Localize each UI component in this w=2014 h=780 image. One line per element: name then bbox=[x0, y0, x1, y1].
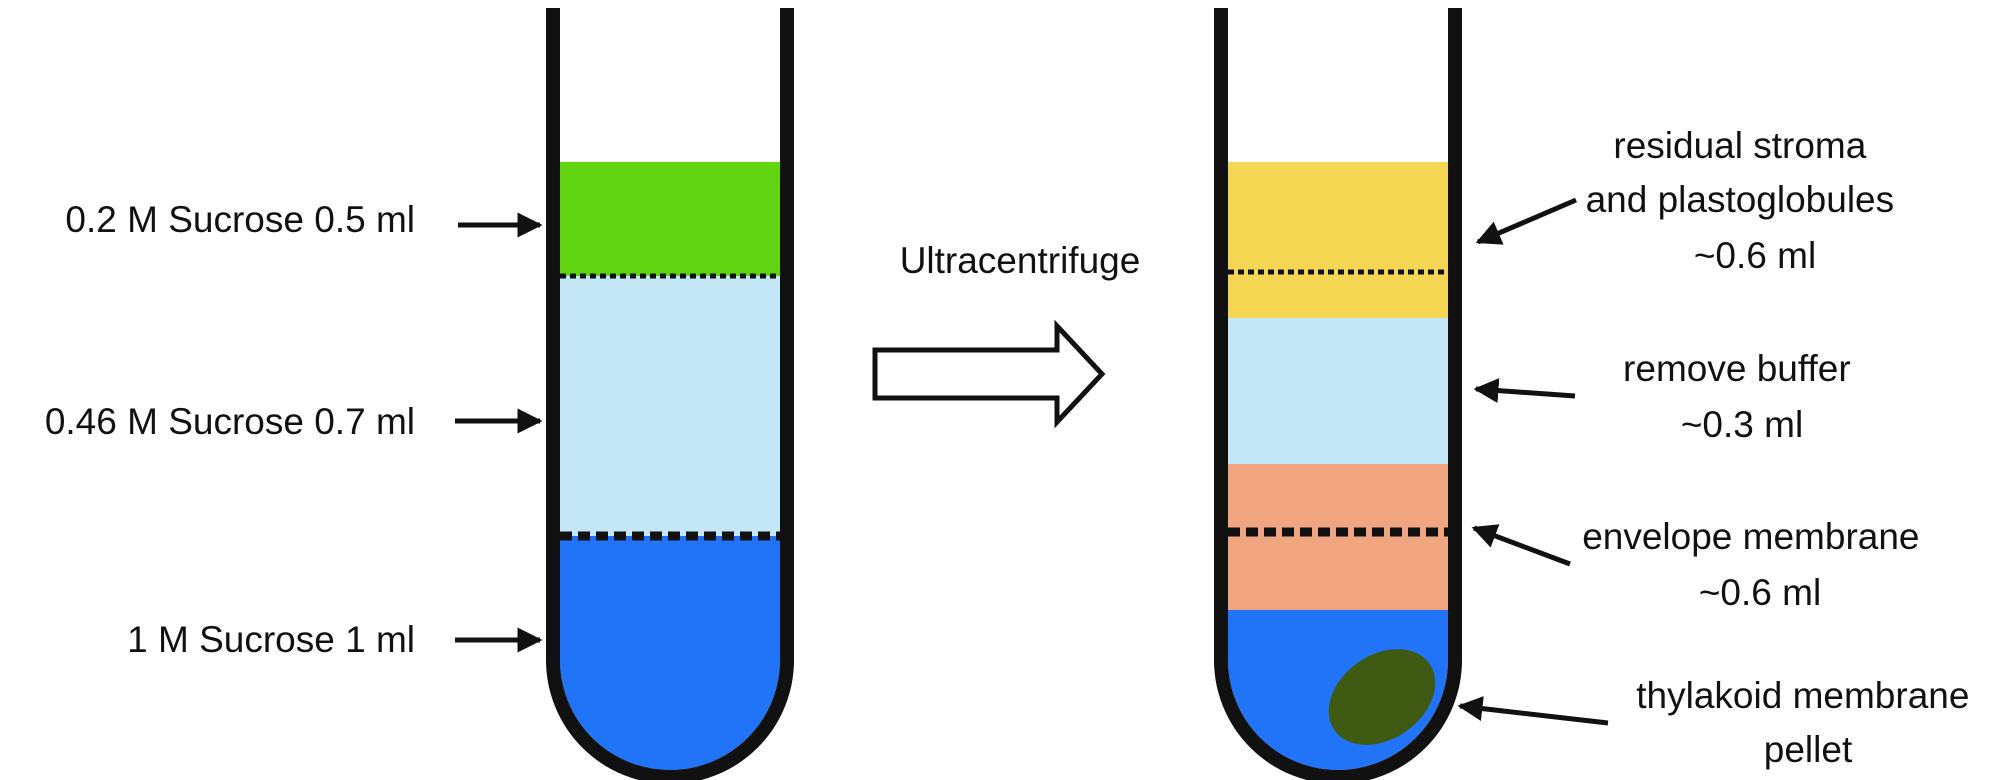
thylakoid-pellet bbox=[1328, 649, 1436, 745]
right-layer-remove-buffer bbox=[1228, 318, 1448, 464]
left-label-0.46m-sucrose: 0.46 M Sucrose 0.7 ml bbox=[45, 401, 415, 442]
right-layer-envelope-membrane bbox=[1228, 464, 1448, 610]
right-label-residual-stroma: residual stroma and plastoglobules ~0.6 … bbox=[1586, 125, 1905, 276]
right-arrow-residual-stroma bbox=[1475, 197, 1577, 245]
right-tube-wall bbox=[1214, 8, 1462, 780]
right-label-envelope-membrane: envelope membrane ~0.6 ml bbox=[1582, 516, 1930, 613]
left-layer-0.46m-sucrose bbox=[560, 276, 780, 536]
process-arrow-icon bbox=[872, 319, 1106, 429]
left-label-1m-sucrose: 1 M Sucrose 1 ml bbox=[127, 619, 415, 660]
left-tube bbox=[546, 8, 794, 780]
right-arrow-remove-buffer bbox=[1473, 378, 1576, 404]
left-layer-0.2m-sucrose bbox=[560, 162, 780, 276]
process-label-ultracentrifuge: Ultracentrifuge bbox=[900, 240, 1141, 281]
right-arrow-envelope-membrane bbox=[1471, 524, 1571, 567]
right-label-thylakoid-pellet: thylakoid membrane pellet bbox=[1636, 675, 1979, 770]
right-tube bbox=[1214, 8, 1462, 780]
right-layer-residual-stroma bbox=[1228, 162, 1448, 318]
left-label-0.2m-sucrose: 0.2 M Sucrose 0.5 ml bbox=[65, 199, 415, 240]
right-arrow-thylakoid-pellet bbox=[1457, 696, 1609, 726]
left-layer-1m-sucrose bbox=[560, 536, 780, 770]
right-label-remove-buffer: remove buffer ~0.3 ml bbox=[1623, 348, 1861, 445]
left-tube-wall bbox=[546, 8, 794, 780]
